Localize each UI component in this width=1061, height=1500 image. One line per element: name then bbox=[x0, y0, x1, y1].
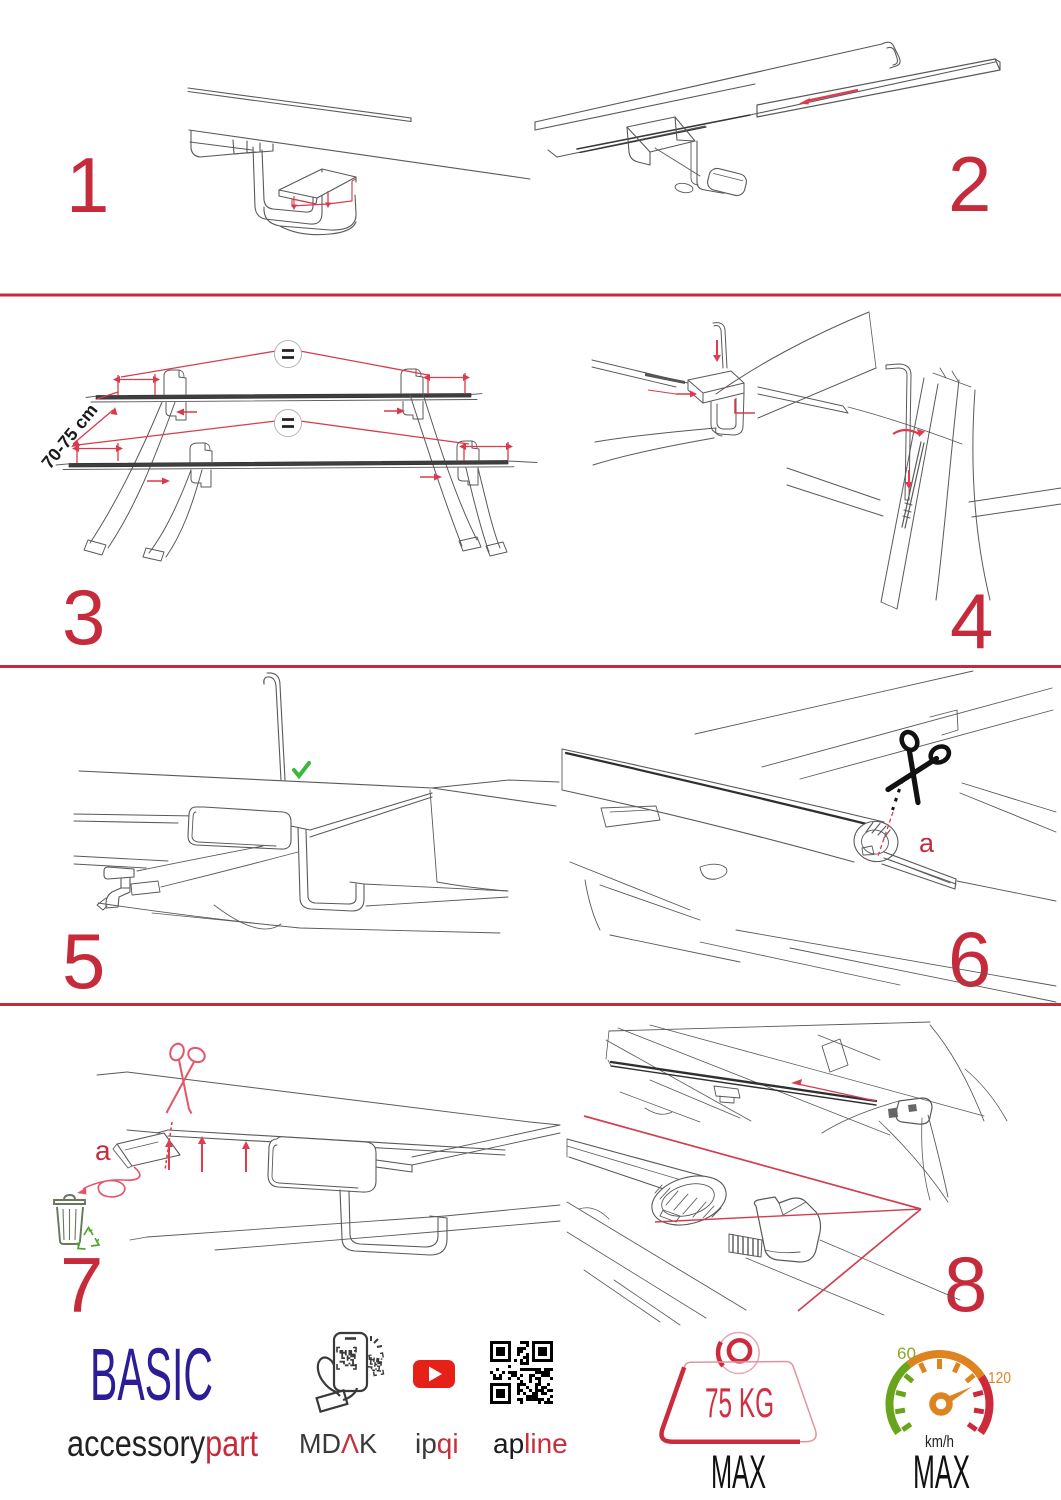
svg-text:1: 1 bbox=[66, 141, 109, 229]
svg-text:MDΛK: MDΛK bbox=[299, 1428, 377, 1459]
svg-text:BASIC: BASIC bbox=[90, 1333, 213, 1416]
svg-text:120: 120 bbox=[988, 1370, 1011, 1387]
svg-text:75 KG: 75 KG bbox=[705, 1379, 774, 1426]
svg-text:a: a bbox=[95, 1135, 111, 1166]
svg-text:MAX: MAX bbox=[711, 1445, 766, 1498]
svg-text:3: 3 bbox=[62, 573, 105, 661]
svg-text:accessorypart: accessorypart bbox=[67, 1423, 259, 1464]
svg-text:apline: apline bbox=[493, 1428, 568, 1459]
svg-text:ipqi: ipqi bbox=[415, 1428, 459, 1459]
svg-text:7: 7 bbox=[60, 1241, 103, 1329]
svg-text:5: 5 bbox=[62, 917, 105, 1005]
svg-text:MAX: MAX bbox=[913, 1445, 970, 1498]
svg-text:a: a bbox=[919, 828, 935, 858]
svg-text:2: 2 bbox=[948, 140, 991, 228]
svg-text:60: 60 bbox=[897, 1344, 916, 1363]
svg-text:6: 6 bbox=[948, 915, 991, 1003]
svg-text:8: 8 bbox=[944, 1240, 987, 1328]
svg-text:4: 4 bbox=[950, 577, 993, 665]
svg-text:km/h: km/h bbox=[925, 1432, 954, 1451]
